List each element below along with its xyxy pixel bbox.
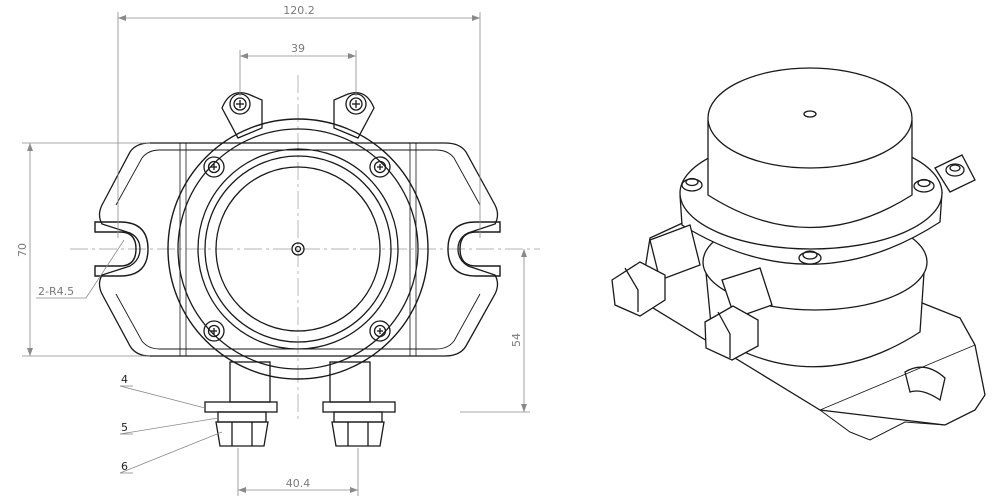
corner-screw [203,320,225,342]
callout-4: 4 [121,373,128,386]
dim-overall-width: 120.2 [283,4,315,17]
dim-top-spacing: 39 [291,42,305,55]
center-hole [291,242,305,256]
corner-screw [369,156,391,178]
dim-height-right: 54 [510,333,523,347]
housing-outer [167,118,429,380]
callout-5: 5 [121,421,128,434]
center-lines [70,75,540,420]
cap-screw [681,177,703,192]
dimension-lines [22,12,530,496]
iso-gland-right [704,267,773,361]
iso-gland-left [611,224,701,317]
right-gland [322,361,396,447]
top-right-screw [345,93,367,115]
left-gland [204,361,278,447]
dim-bottom-spacing: 40.4 [286,477,311,490]
dim-slot-radius: 2-R4.5 [38,285,74,298]
arrowheads [27,15,527,493]
dim-height-left: 70 [16,243,29,257]
corner-screw [203,156,225,178]
left-slot [94,221,149,277]
corner-screw [369,320,391,342]
isometric-view [611,67,986,441]
cap-screw [913,178,935,193]
iso-slot [904,366,946,402]
right-slot [447,221,501,277]
flange-body [98,142,499,357]
top-left-screw [229,93,251,115]
callout-6: 6 [121,460,128,473]
cap-screw [798,250,822,265]
front-view [70,75,540,447]
